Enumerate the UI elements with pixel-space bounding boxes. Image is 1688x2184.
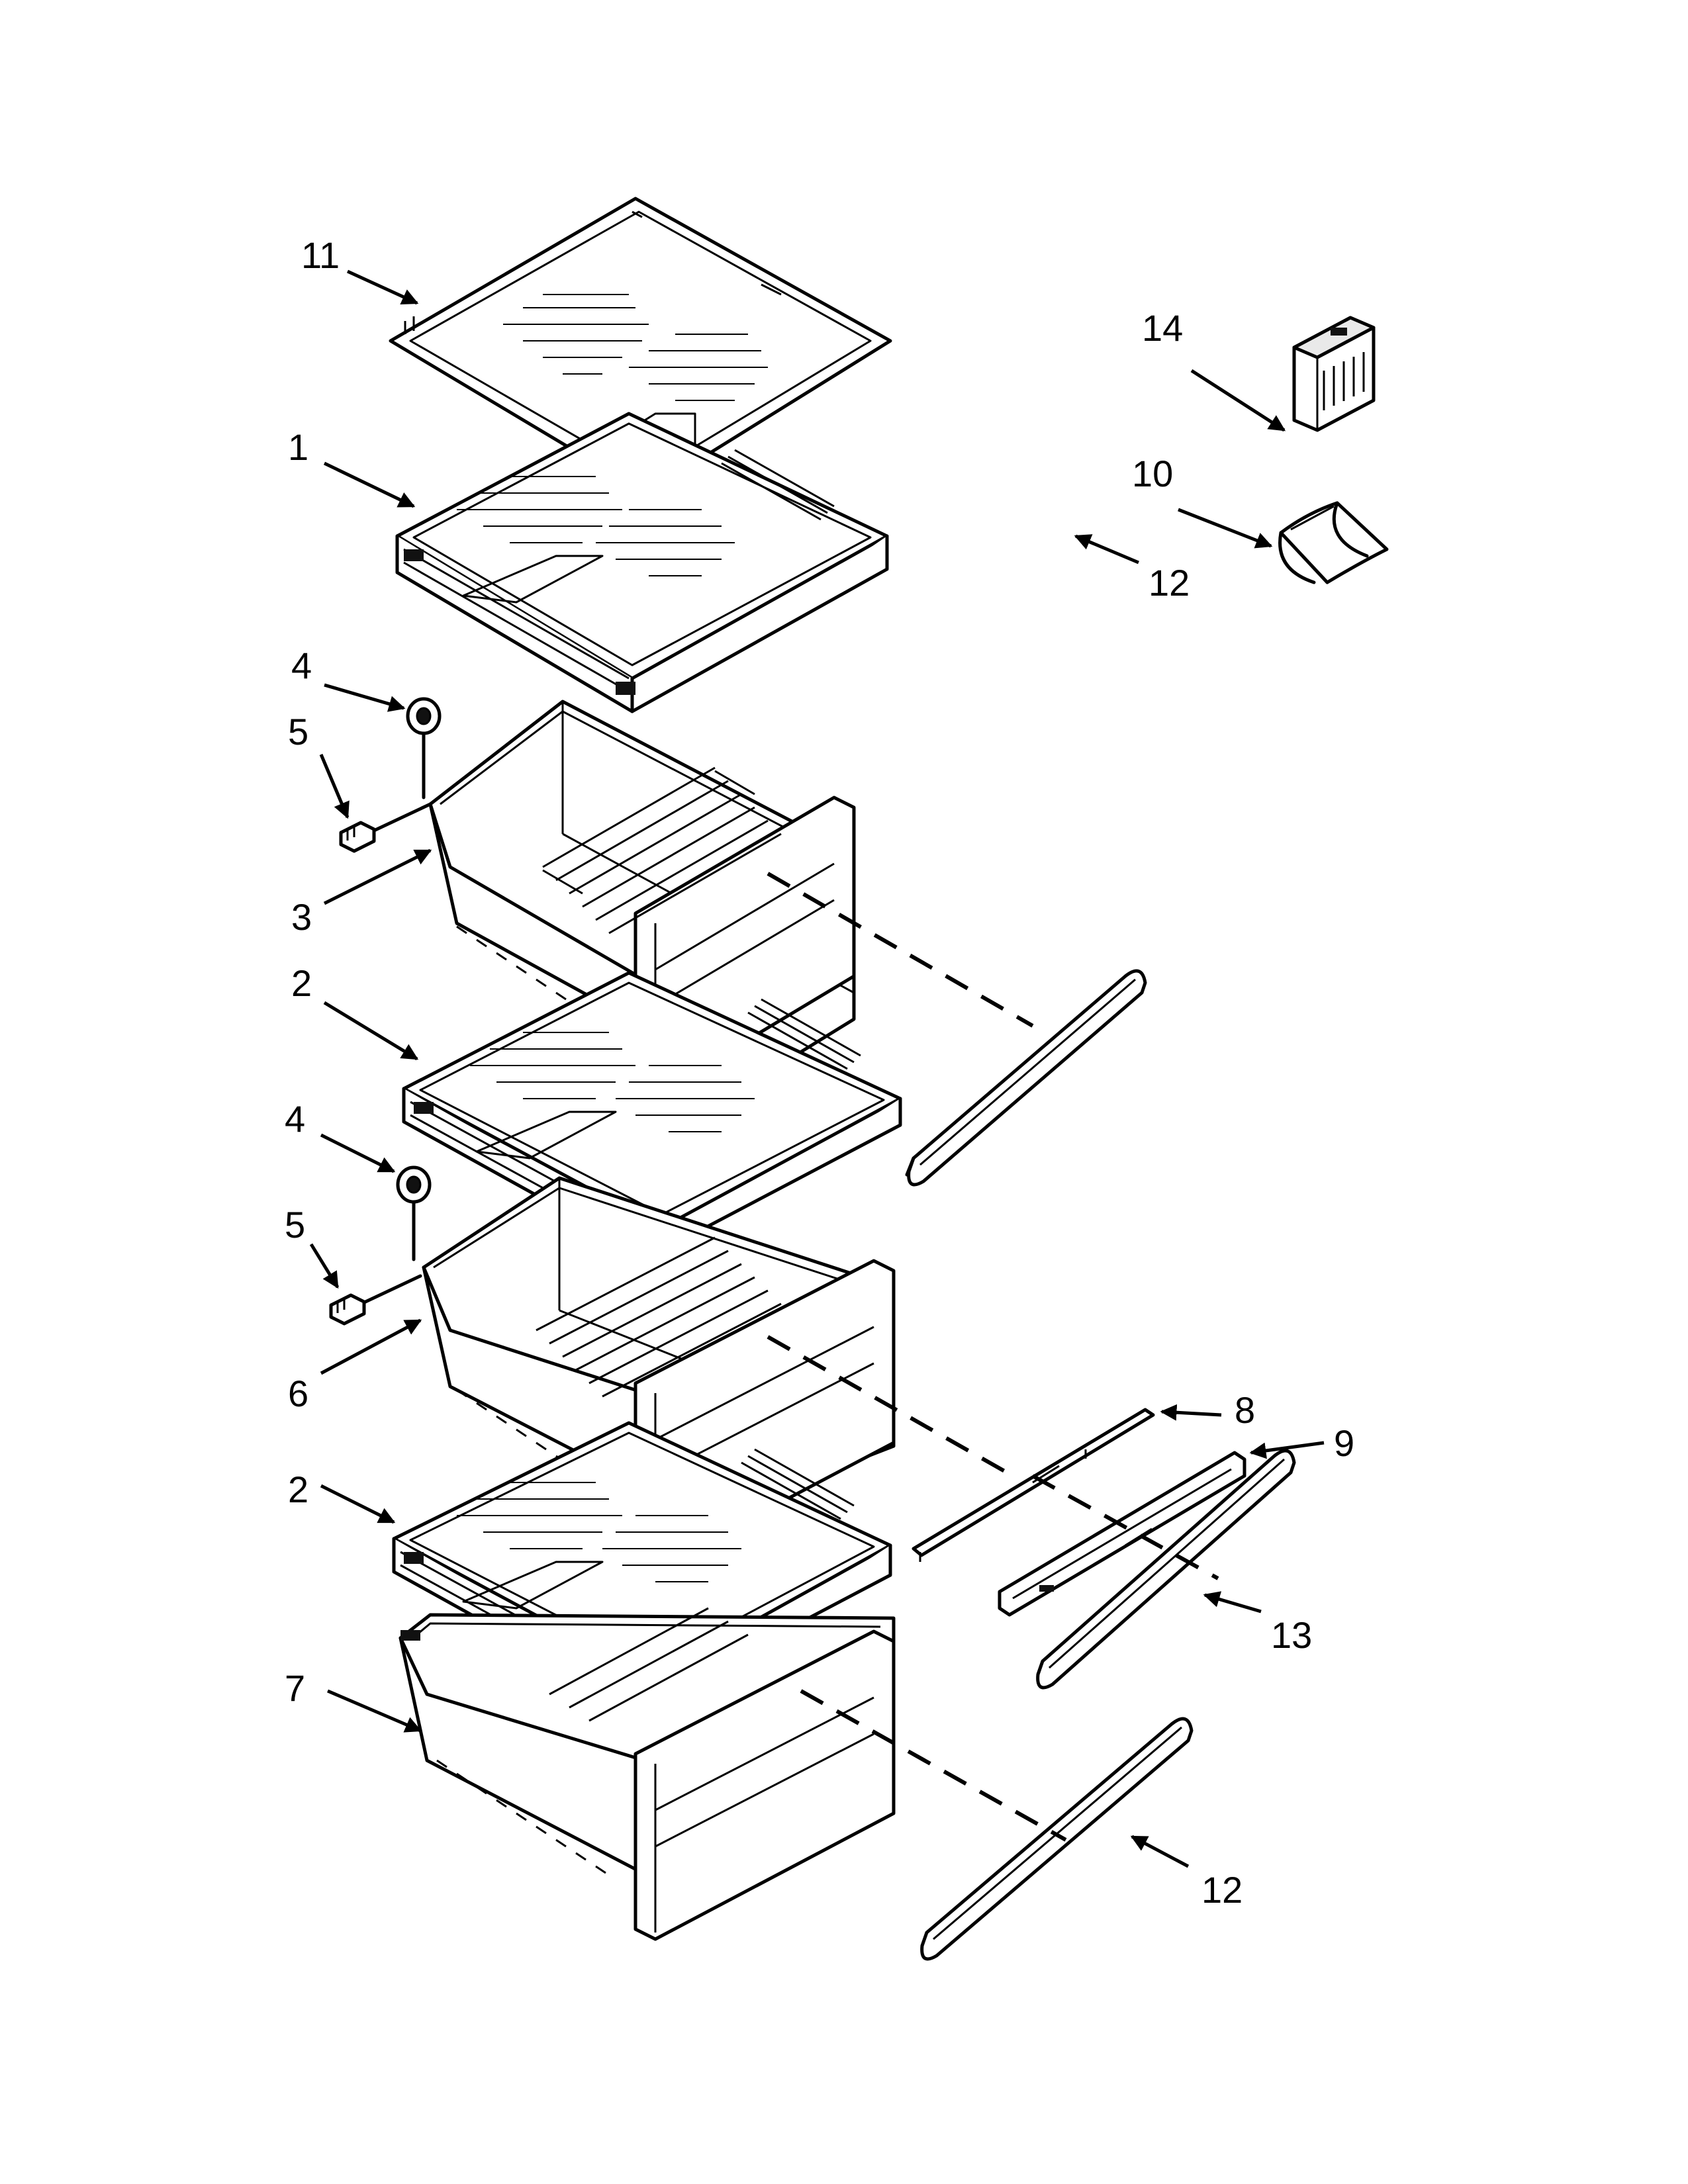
part-5-roller-upper <box>339 802 432 853</box>
callout-11: 11 <box>301 234 340 276</box>
part-1-crisper-cover <box>395 412 889 713</box>
callout-2-lower: 2 <box>288 1469 308 1510</box>
part-9-slide-rail <box>998 1451 1246 1617</box>
callout-9: 9 <box>1334 1422 1354 1464</box>
callout-7: 7 <box>285 1667 305 1709</box>
callout-2-upper: 2 <box>291 962 312 1004</box>
part-12-trim-upper <box>905 969 1147 1187</box>
callout-1: 1 <box>288 426 308 468</box>
part-7-bottom-drawer <box>399 1607 896 1941</box>
callout-4-upper: 4 <box>291 645 312 686</box>
part-12-trim-lower <box>920 1717 1194 1961</box>
callout-6: 6 <box>288 1373 308 1414</box>
callout-5-lower: 5 <box>285 1204 305 1246</box>
callouts: 11 1 4 5 3 2 4 5 6 2 7 8 9 14 10 12 13 1… <box>285 234 1354 1911</box>
part-8-slide-rail <box>912 1408 1155 1562</box>
part-4-wheel-lower <box>396 1165 432 1261</box>
callout-8: 8 <box>1235 1389 1255 1431</box>
part-5-roller-lower <box>329 1274 422 1326</box>
callout-3: 3 <box>291 896 312 938</box>
callout-13: 13 <box>1271 1614 1312 1656</box>
part-10-bin <box>1278 501 1389 584</box>
assembly-lines <box>767 872 1219 1842</box>
callout-10: 10 <box>1132 453 1173 494</box>
part-13-trim <box>1036 1449 1296 1690</box>
callout-4-lower: 4 <box>285 1098 305 1140</box>
leader-lines <box>309 269 1325 1868</box>
part-14-housing <box>1292 316 1376 432</box>
callout-12-lower: 12 <box>1201 1869 1243 1911</box>
callout-5-upper: 5 <box>288 711 308 752</box>
part-4-wheel-upper <box>406 697 442 799</box>
callout-12-upper: 12 <box>1149 562 1190 604</box>
callout-14: 14 <box>1142 307 1183 349</box>
